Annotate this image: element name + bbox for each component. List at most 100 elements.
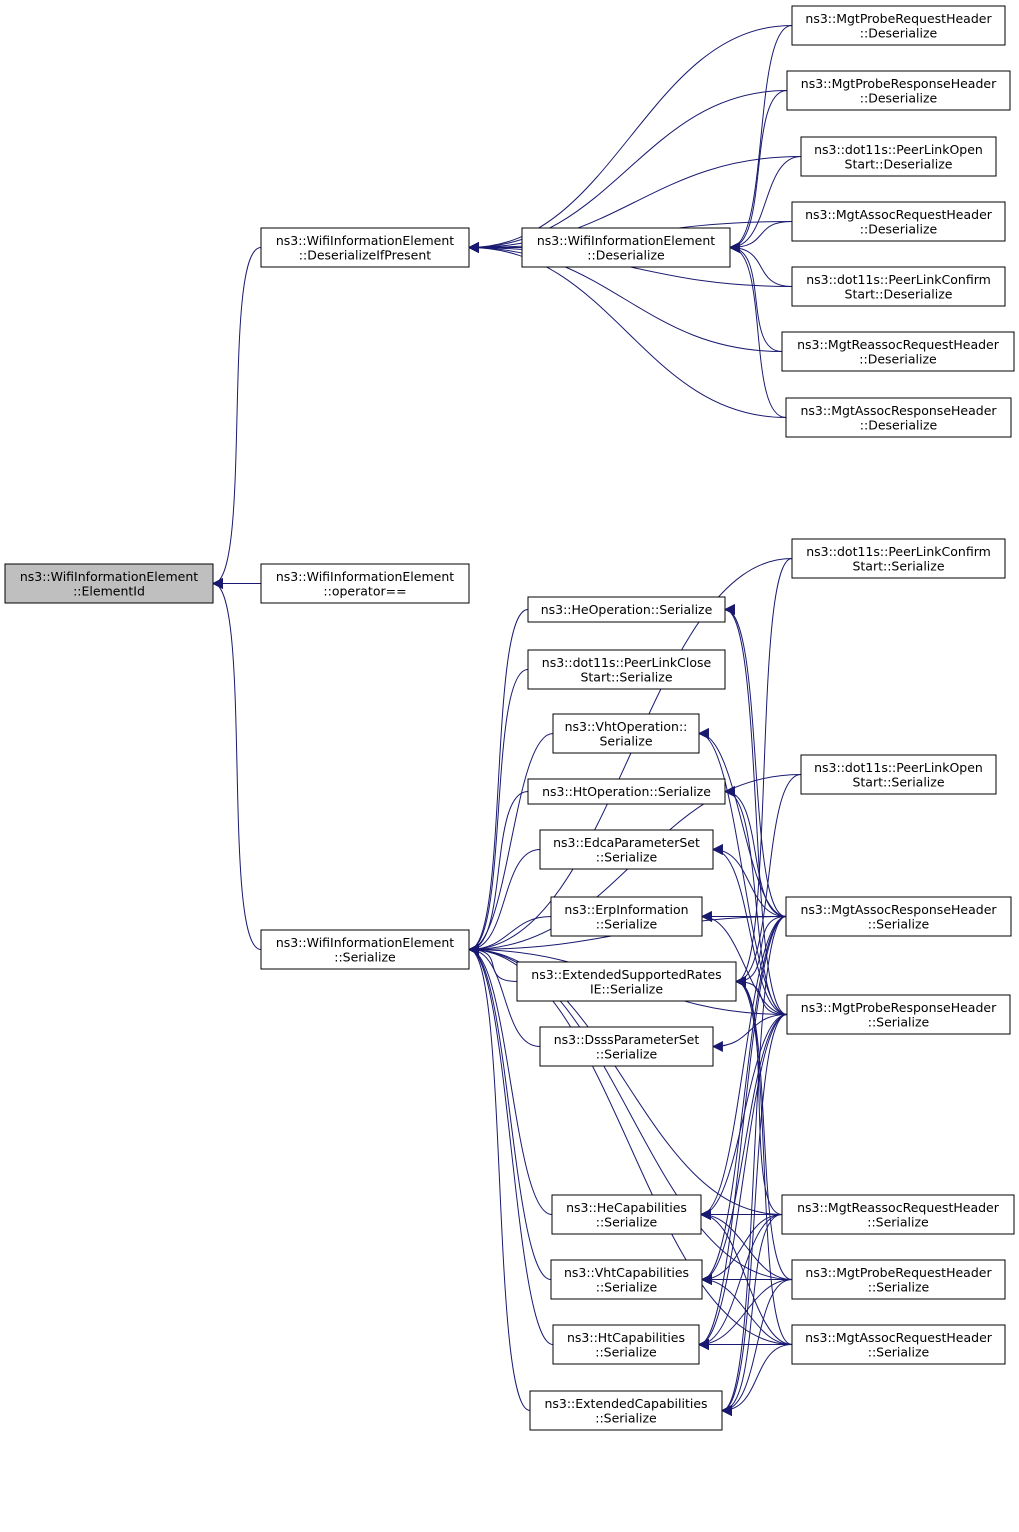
node-label: ::Deserialize	[859, 351, 937, 366]
node-label: ns3::HeCapabilities	[566, 1200, 687, 1215]
node-box	[781, 331, 1015, 372]
edge-probe-req-ser-to-ext-cap	[720, 1279, 793, 1416]
node-wie-deserialize[interactable]: ns3::WifiInformationElement::Deserialize	[521, 227, 731, 268]
node-ht-op[interactable]: ns3::HtOperation::Serialize	[527, 778, 726, 805]
node-label: ns3::WifiInformationElement	[276, 935, 454, 950]
edge-vht-op-to-wie-serialize	[467, 733, 554, 955]
edge-plc-ser-to-wie-serialize	[467, 558, 793, 955]
edge-probe-req-ser-to-he-cap	[699, 1209, 793, 1280]
node-probe-resp-deser[interactable]: ns3::MgtProbeResponseHeader::Deserialize	[786, 70, 1011, 111]
node-label: Start::Serialize	[852, 774, 944, 789]
edge-assoc-req-ser-to-ext-cap	[720, 1344, 793, 1416]
node-label: ns3::MgtReassocRequestHeader	[797, 1200, 1000, 1215]
edge-wie-serialize-to-element-id	[211, 578, 262, 950]
node-label: ::Serialize	[596, 849, 658, 864]
node-label: ::Deserialize	[860, 221, 938, 236]
node-label: ns3::MgtProbeRequestHeader	[805, 11, 992, 26]
node-label: ns3::VhtOperation::	[565, 719, 688, 734]
edge-probe-resp-ser-to-ext-rates	[734, 976, 788, 1015]
node-vht-cap[interactable]: ns3::VhtCapabilities::Serialize	[550, 1259, 703, 1300]
node-box	[527, 778, 726, 805]
edge-ht-op-to-wie-serialize	[467, 791, 529, 955]
node-plclose-ser[interactable]: ns3::dot11s::PeerLinkCloseStart::Seriali…	[527, 649, 726, 690]
node-edca[interactable]: ns3::EdcaParameterSet::Serialize	[539, 829, 714, 870]
node-ext-cap[interactable]: ns3::ExtendedCapabilities::Serialize	[529, 1390, 723, 1431]
node-erp[interactable]: ns3::ErpInformation::Serialize	[550, 896, 703, 937]
node-wie-serialize[interactable]: ns3::WifiInformationElement::Serialize	[260, 929, 470, 970]
node-box	[791, 1259, 1006, 1300]
node-label: Start::Serialize	[852, 558, 944, 573]
edge-reassoc-req-deser-to-wie-deserialize	[728, 242, 783, 352]
edge-assoc-resp-ser-to-ht-op	[723, 786, 787, 917]
node-operator-eq[interactable]: ns3::WifiInformationElement::operator==	[260, 563, 470, 604]
node-assoc-resp-deser[interactable]: ns3::MgtAssocResponseHeader::Deserialize	[785, 397, 1012, 438]
node-he-op[interactable]: ns3::HeOperation::Serialize	[527, 596, 726, 623]
edge-probe-resp-ser-to-vht-cap	[700, 1014, 788, 1285]
node-box	[521, 227, 731, 268]
node-box	[4, 563, 214, 604]
node-box	[260, 929, 470, 970]
node-he-cap[interactable]: ns3::HeCapabilities::Serialize	[551, 1194, 702, 1235]
edge-assoc-resp-deser-to-deserialize-if-present	[467, 242, 787, 418]
edge-he-op-to-wie-serialize	[467, 609, 529, 955]
edge-plo-ser-to-ext-rates	[734, 774, 802, 987]
node-assoc-req-deser[interactable]: ns3::MgtAssocRequestHeader::Deserialize	[791, 201, 1006, 242]
edge-probe-resp-deser-to-deserialize-if-present	[467, 90, 788, 253]
node-box	[539, 829, 714, 870]
node-label: ns3::MgtAssocResponseHeader	[800, 902, 997, 917]
node-element-id[interactable]: ns3::WifiInformationElement::ElementId	[4, 563, 214, 604]
node-vht-op[interactable]: ns3::VhtOperation::Serialize	[552, 713, 700, 754]
edge-probe-req-deser-to-deserialize-if-present	[467, 25, 793, 253]
node-ht-cap[interactable]: ns3::HtCapabilities::Serialize	[552, 1324, 700, 1365]
node-box	[539, 1026, 714, 1067]
node-label: ns3::MgtProbeResponseHeader	[801, 1000, 997, 1015]
edge-probe-resp-ser-to-he-op	[723, 604, 788, 1015]
node-plo-ser[interactable]: ns3::dot11s::PeerLinkOpenStart::Serializ…	[800, 754, 997, 795]
node-label: Serialize	[599, 733, 652, 748]
edge-assoc-req-ser-to-ext-rates	[734, 976, 793, 1345]
edge-reassoc-req-ser-to-ext-cap	[720, 1214, 783, 1416]
node-label: ::Serialize	[595, 1344, 657, 1359]
node-label: ::Serialize	[868, 1279, 930, 1294]
edge-ht-cap-to-wie-serialize	[467, 944, 554, 1345]
node-box	[800, 754, 997, 795]
node-reassoc-req-deser[interactable]: ns3::MgtReassocRequestHeader::Deserializ…	[781, 331, 1015, 372]
edge-plo-deser-to-wie-deserialize	[728, 156, 802, 253]
node-plo-deser[interactable]: ns3::dot11s::PeerLinkOpenStart::Deserial…	[800, 136, 997, 177]
node-box	[527, 596, 726, 623]
node-label: ns3::HtCapabilities	[567, 1330, 685, 1345]
node-label: ns3::dot11s::PeerLinkOpen	[814, 760, 983, 775]
edge-assoc-resp-ser-to-ext-cap	[720, 916, 787, 1416]
edge-plclose-ser-to-wie-serialize	[467, 669, 529, 955]
node-label: ns3::MgtProbeRequestHeader	[805, 1265, 992, 1280]
node-label: ::DeserializeIfPresent	[299, 247, 431, 262]
node-dsss[interactable]: ns3::DsssParameterSet::Serialize	[539, 1026, 714, 1067]
node-plc-ser[interactable]: ns3::dot11s::PeerLinkConfirmStart::Seria…	[791, 538, 1006, 579]
node-probe-req-ser[interactable]: ns3::MgtProbeRequestHeader::Serialize	[791, 1259, 1006, 1300]
node-label: ns3::DsssParameterSet	[554, 1032, 700, 1047]
edge-he-cap-to-wie-serialize	[467, 944, 553, 1215]
node-box	[785, 896, 1012, 937]
edge-deserialize-if-present-to-element-id	[211, 247, 262, 589]
edge-probe-resp-ser-to-dsss	[711, 1014, 788, 1052]
edge-dsss-to-wie-serialize	[467, 944, 541, 1047]
node-plc-deser[interactable]: ns3::dot11s::PeerLinkConfirmStart::Deser…	[791, 266, 1006, 307]
node-box	[800, 136, 997, 177]
node-label: ::Serialize	[596, 1046, 658, 1061]
edge-plc-deser-to-wie-deserialize	[728, 242, 793, 287]
node-label: ns3::ErpInformation	[564, 902, 688, 917]
node-assoc-req-ser[interactable]: ns3::MgtAssocRequestHeader::Serialize	[791, 1324, 1006, 1365]
node-label: ::Deserialize	[860, 90, 938, 105]
node-probe-req-deser[interactable]: ns3::MgtProbeRequestHeader::Deserialize	[791, 5, 1006, 46]
node-box	[550, 896, 703, 937]
node-box	[552, 1324, 700, 1365]
node-reassoc-req-ser[interactable]: ns3::MgtReassocRequestHeader::Serialize	[781, 1194, 1015, 1235]
node-deserialize-if-present[interactable]: ns3::WifiInformationElement::Deserialize…	[260, 227, 470, 268]
edge-reassoc-req-ser-to-vht-cap	[700, 1214, 783, 1285]
node-box	[516, 961, 737, 1002]
node-label: ::Serialize	[868, 916, 930, 931]
edge-plc-ser-to-ext-rates	[734, 558, 793, 987]
node-probe-resp-ser[interactable]: ns3::MgtProbeResponseHeader::Serialize	[786, 994, 1011, 1035]
node-assoc-resp-ser[interactable]: ns3::MgtAssocResponseHeader::Serialize	[785, 896, 1012, 937]
